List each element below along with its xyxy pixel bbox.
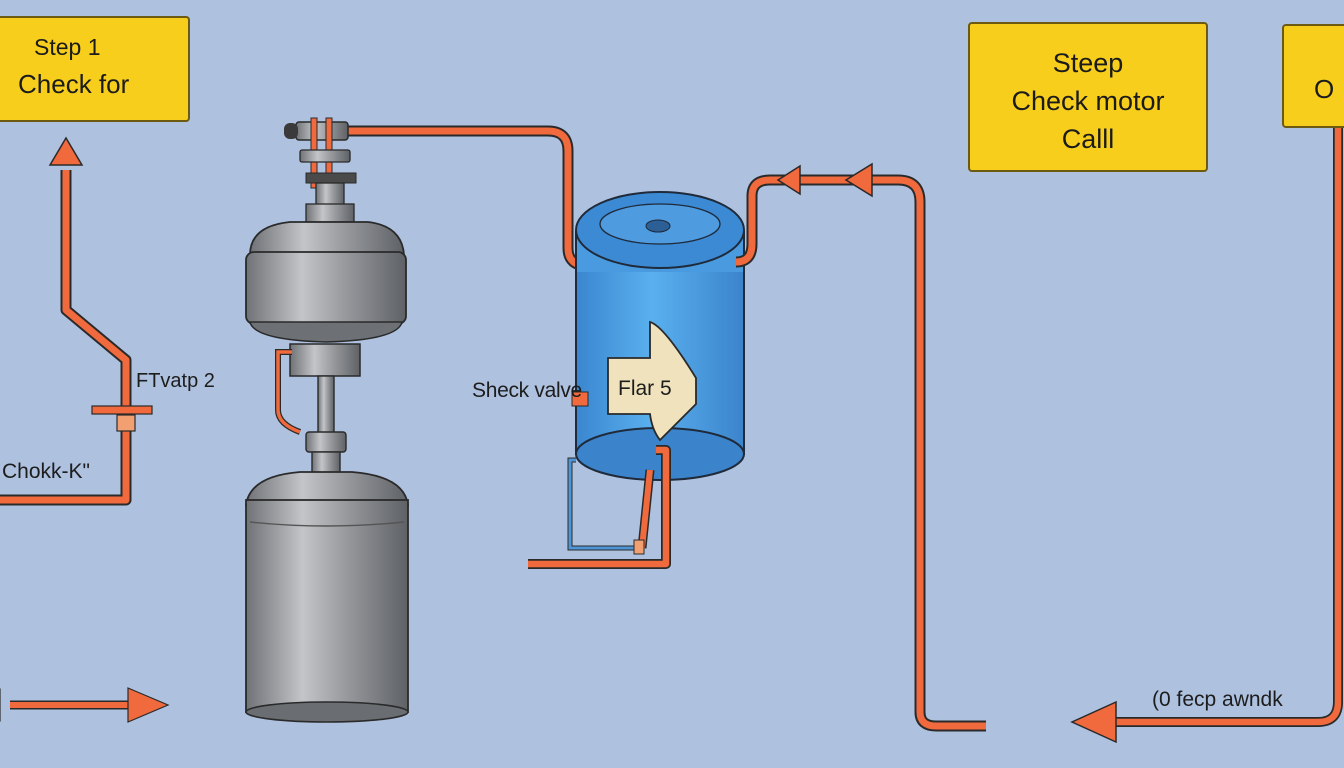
step-2-box: Steep Check motor Calll [968, 22, 1208, 172]
tank-bottom-pipes [528, 445, 671, 569]
flar-flag [607, 320, 697, 442]
chok-label: Chokk-K" [2, 460, 90, 483]
step-1-text: Check for [18, 69, 130, 99]
step-2-subtext: Calll [1061, 124, 1115, 154]
valve-knob [571, 391, 589, 407]
arrow-left-icon [776, 164, 801, 196]
step-3-text: O [1314, 74, 1335, 104]
left-valve [91, 405, 153, 432]
fvatp-label: FTvatp 2 [136, 370, 215, 392]
bottom-right-pipe [1104, 120, 1343, 727]
step-1-box: Step 1 Check for [0, 16, 190, 122]
fecp-label: (0 fecp awndk [1152, 688, 1283, 711]
step-3-box: O [1282, 24, 1344, 128]
double-arrow-icon [0, 687, 170, 723]
right-pipe [735, 174, 986, 732]
arrow-up-icon [48, 136, 84, 166]
arrow-left-icon [1070, 700, 1117, 744]
flar-label: Flar 5 [618, 377, 672, 400]
step-1-title: Step 1 [34, 34, 101, 60]
arrow-left-icon [844, 162, 873, 198]
step-2-text: Check motor [1011, 86, 1165, 116]
compressor-unit [244, 117, 410, 723]
sheck-valve-label: Sheck valve [472, 379, 582, 402]
left-pipe [0, 170, 132, 506]
step-2-title: Steep [1052, 48, 1124, 78]
